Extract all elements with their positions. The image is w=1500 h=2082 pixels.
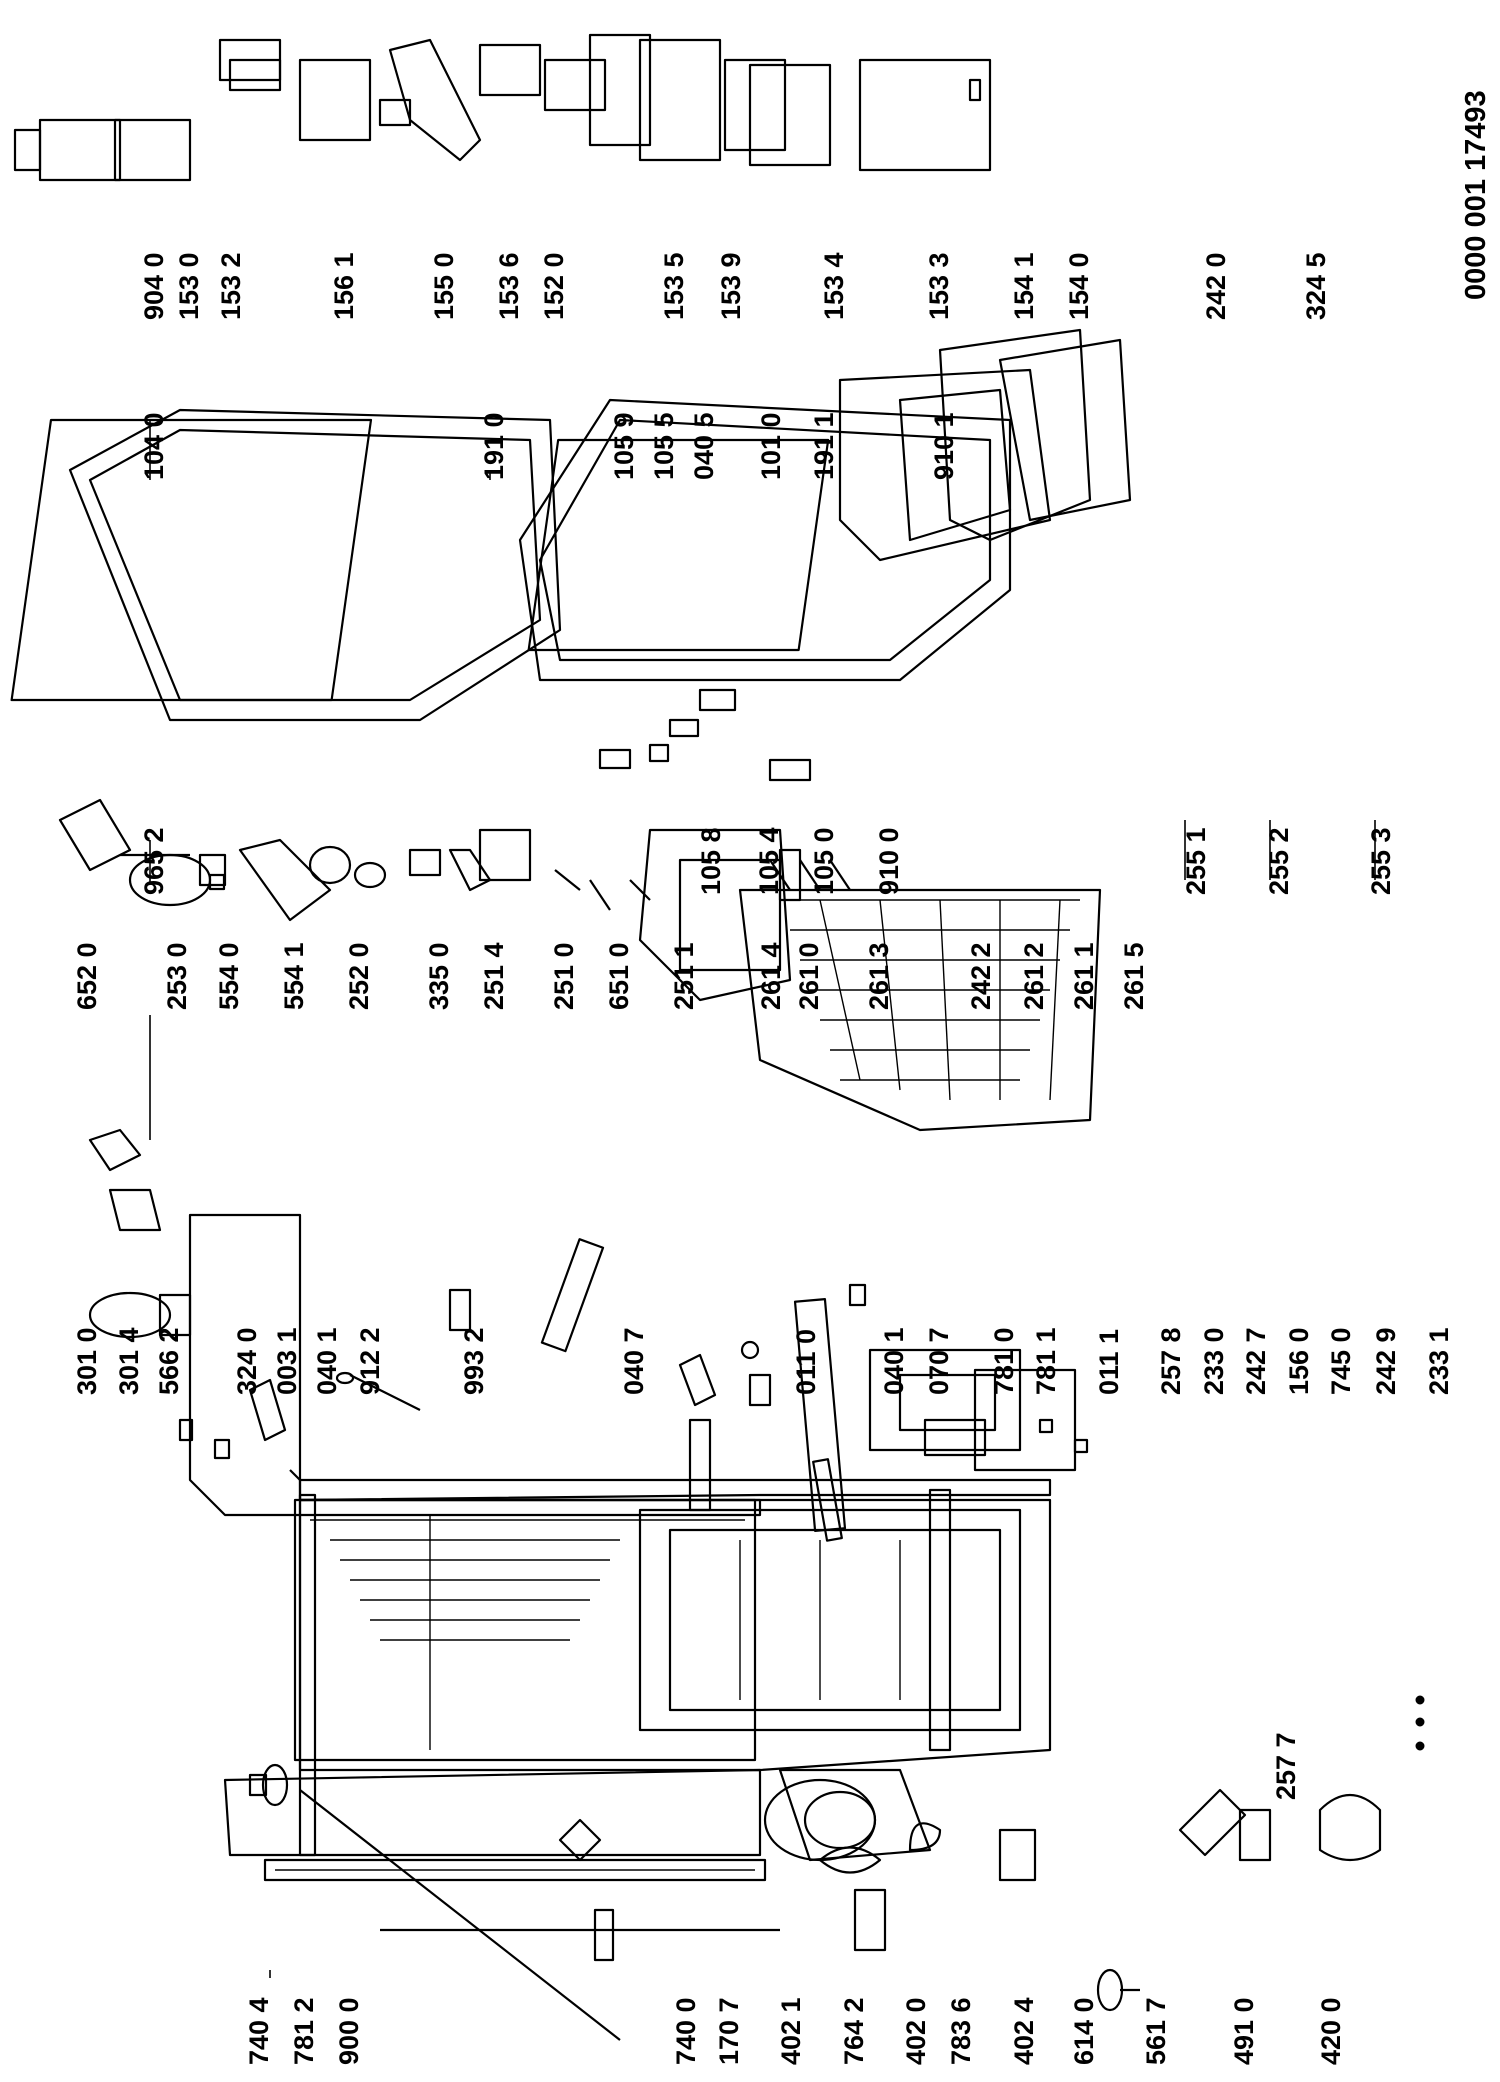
label-153-4: 153 4	[819, 252, 849, 320]
label-011-1: 011 1	[1094, 1329, 1124, 1395]
label-491-0: 491 0	[1229, 1997, 1259, 2065]
label-233-0: 233 0	[1199, 1327, 1229, 1395]
label-910-0: 910 0	[874, 827, 904, 895]
label-153-3: 153 3	[924, 252, 954, 320]
leader-lines	[149, 420, 1376, 1978]
label-105-4: 105 4	[754, 827, 784, 895]
label-261-1: 261 1	[1069, 942, 1099, 1010]
label-155-0: 155 0	[429, 252, 459, 320]
label-781-0: 781 0	[989, 1327, 1019, 1395]
label-745-0: 745 0	[1326, 1327, 1356, 1395]
label-191-0: 191 0	[479, 412, 509, 480]
label-402-0: 402 0	[901, 1997, 931, 2065]
document-number: 0000 001 17493	[1460, 90, 1492, 300]
label-253-0: 253 0	[162, 942, 192, 1010]
label-153-2: 153 2	[216, 252, 246, 320]
label-910-1: 910 1	[929, 412, 959, 480]
label-154-0: 154 0	[1064, 252, 1094, 320]
label-040-5: 040 5	[689, 412, 719, 480]
label-242-2: 242 2	[966, 942, 996, 1010]
label-781-2: 781 2	[289, 1997, 319, 2065]
label-156-0: 156 0	[1284, 1327, 1314, 1395]
label-324-5: 324 5	[1301, 252, 1331, 320]
label-561-7: 561 7	[1141, 1997, 1171, 2065]
label-070-7: 070 7	[924, 1327, 954, 1395]
label-170-7: 170 7	[714, 1997, 744, 2065]
label-105-0: 105 0	[809, 827, 839, 895]
label-152-0: 152 0	[539, 252, 569, 320]
label-740-0: 740 0	[671, 1997, 701, 2065]
label-040-7: 040 7	[619, 1327, 649, 1395]
label-153-0: 153 0	[174, 252, 204, 320]
label-153-9: 153 9	[716, 252, 746, 320]
label-255-1: 255 1	[1181, 827, 1211, 895]
part-labels: 740 4 781 2 900 0 740 0 170 7 402 1 764 …	[72, 90, 1492, 2065]
wire-basket	[738, 888, 1102, 1132]
fittings-column-left	[88, 1128, 1089, 1532]
label-255-3: 255 3	[1366, 827, 1396, 895]
label-261-2: 261 2	[1019, 942, 1049, 1010]
label-105-9: 105 9	[609, 412, 639, 480]
label-740-4: 740 4	[244, 1997, 274, 2065]
label-257-8: 257 8	[1156, 1327, 1186, 1395]
label-764-2: 764 2	[839, 1997, 869, 2065]
label-402-4: 402 4	[1009, 1997, 1039, 2065]
door-shelves-column	[13, 33, 992, 182]
label-233-1: 233 1	[1424, 1327, 1454, 1395]
label-105-8: 105 8	[696, 827, 726, 895]
label-011-0: 011 0	[791, 1329, 821, 1395]
label-554-1: 554 1	[279, 942, 309, 1010]
label-900-0: 900 0	[334, 1997, 364, 2065]
label-566-2: 566 2	[154, 1327, 184, 1395]
label-261-5: 261 5	[1119, 942, 1149, 1010]
label-242-0: 242 0	[1201, 252, 1231, 320]
label-335-0: 335 0	[424, 942, 454, 1010]
label-993-2: 993 2	[459, 1327, 489, 1395]
fittings-column-middle	[58, 798, 1102, 1132]
label-040-1-top: 040 1	[312, 1327, 342, 1395]
label-783-6: 783 6	[946, 1997, 976, 2065]
label-261-4: 261 4	[756, 942, 786, 1010]
refrigerator-cabinet	[188, 1213, 1052, 1882]
label-261-3: 261 3	[864, 942, 894, 1010]
label-003-1: 003 1	[272, 1327, 302, 1395]
door-assemblies	[10, 328, 1132, 902]
label-261-0: 261 0	[794, 942, 824, 1010]
label-242-7: 242 7	[1241, 1327, 1271, 1395]
label-614-0: 614 0	[1069, 1997, 1099, 2065]
label-252-0: 252 0	[344, 942, 374, 1010]
label-242-9: 242 9	[1371, 1327, 1401, 1395]
label-156-1: 156 1	[329, 252, 359, 320]
label-101-0: 101 0	[756, 412, 786, 480]
label-251-4: 251 4	[479, 942, 509, 1010]
small-parts-bottom-left	[248, 1695, 1425, 2041]
label-301-0: 301 0	[72, 1327, 102, 1395]
label-040-1-bottom: 040 1	[879, 1327, 909, 1395]
label-652-0: 652 0	[72, 942, 102, 1010]
label-904-0: 904 0	[139, 252, 169, 320]
label-912-2: 912 2	[355, 1327, 385, 1395]
label-257-7: 257 7	[1271, 1732, 1301, 1800]
label-301-4: 301 4	[114, 1327, 144, 1395]
label-251-1: 251 1	[669, 942, 699, 1010]
label-154-1: 154 1	[1009, 252, 1039, 320]
label-651-0: 651 0	[604, 942, 634, 1010]
label-191-1: 191 1	[809, 412, 839, 480]
label-554-0: 554 0	[214, 942, 244, 1010]
label-324-0: 324 0	[232, 1327, 262, 1395]
label-104-0: 104 0	[139, 412, 169, 480]
label-251-0: 251 0	[549, 942, 579, 1010]
label-965-2: 965 2	[139, 827, 169, 895]
label-153-6: 153 6	[494, 252, 524, 320]
label-255-2: 255 2	[1264, 827, 1294, 895]
label-153-5: 153 5	[659, 252, 689, 320]
label-105-5: 105 5	[649, 412, 679, 480]
label-781-1: 781 1	[1031, 1327, 1061, 1395]
label-420-0: 420 0	[1316, 1997, 1346, 2065]
label-402-1: 402 1	[776, 1997, 806, 2065]
